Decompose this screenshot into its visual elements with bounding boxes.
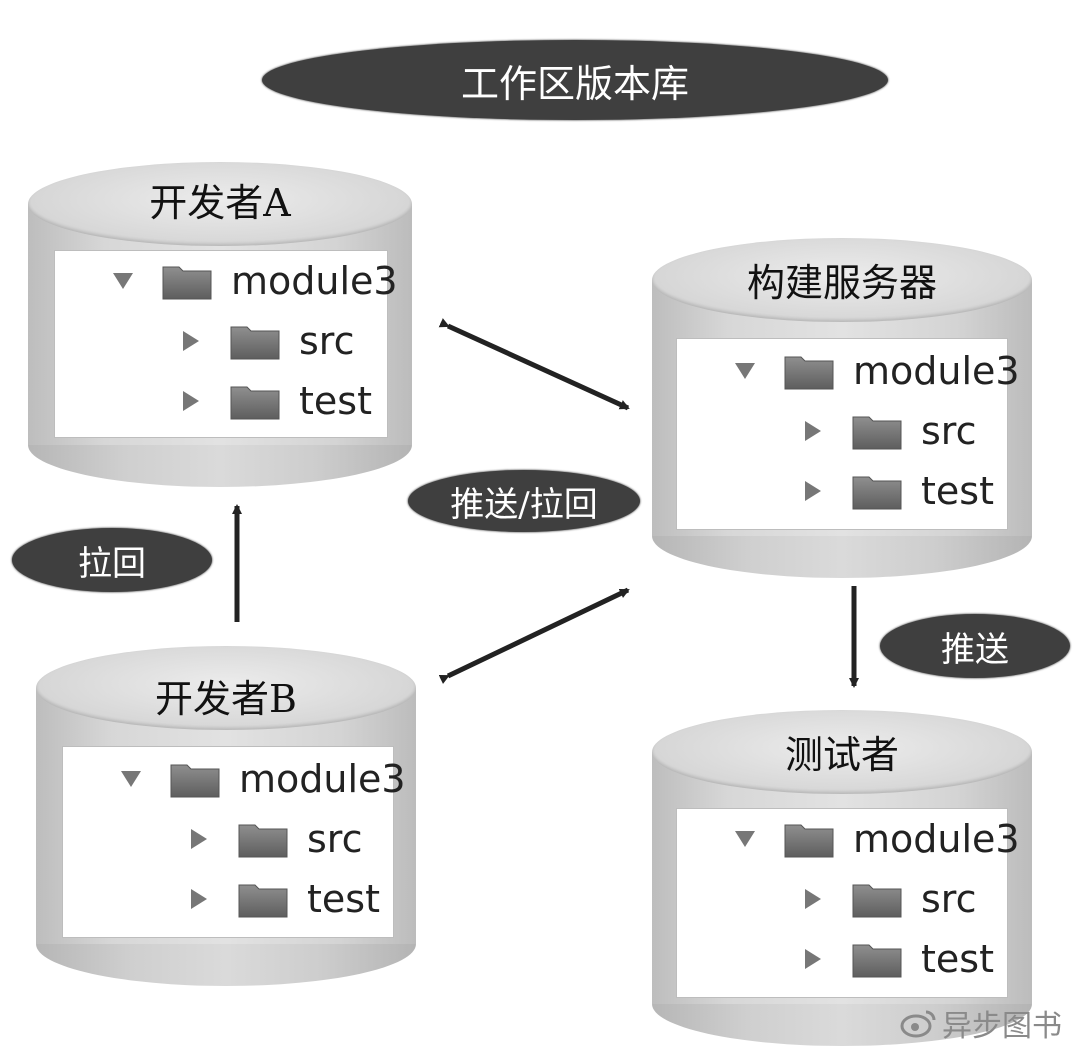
tree-row-src[interactable]: src	[801, 871, 976, 927]
tree-row-module3[interactable]: module3	[733, 811, 1020, 867]
folder-icon	[170, 764, 220, 798]
folder-icon	[238, 824, 288, 858]
edge-label-text: 推送/拉回	[450, 484, 598, 525]
tree-row-test[interactable]: test	[801, 931, 994, 987]
expanded-triangle-icon[interactable]	[733, 359, 757, 383]
edge-label-text: 推送	[941, 629, 1009, 670]
node-tester: 测试者 module3 src test	[652, 710, 1032, 1046]
repo-tree-panel: module3 src test	[54, 250, 398, 438]
folder-icon	[852, 884, 902, 918]
repo-tree-panel: module3 src test	[62, 746, 406, 938]
tree-row-module3[interactable]: module3	[733, 343, 1020, 399]
folder-icon	[784, 356, 834, 390]
tree-row-test[interactable]: test	[801, 463, 994, 519]
tree-label: module3	[853, 817, 1020, 861]
tree-label: src	[921, 409, 977, 453]
tree-label: test	[921, 469, 994, 513]
repo-tree-panel: module3 src test	[676, 338, 1020, 530]
repo-tree-panel: module3 src test	[676, 808, 1020, 998]
tree-row-module3[interactable]: module3	[111, 253, 398, 309]
folder-icon	[230, 326, 280, 360]
node-developer-a: 开发者A module3 src test	[28, 162, 412, 487]
expanded-triangle-icon[interactable]	[119, 767, 143, 791]
tree-row-test[interactable]: test	[187, 871, 380, 927]
folder-icon	[852, 416, 902, 450]
folder-icon	[162, 266, 212, 300]
folder-icon	[852, 944, 902, 978]
edge-label-pull: 拉回	[12, 528, 212, 592]
tree-row-test[interactable]: test	[179, 373, 372, 429]
collapsed-triangle-icon[interactable]	[801, 419, 825, 443]
folder-icon	[238, 884, 288, 918]
tree-label: module3	[239, 757, 406, 801]
node-title: 开发者B	[155, 677, 297, 721]
workspace-repo-label: 工作区版本库	[460, 61, 689, 106]
workspace-repo-title: 工作区版本库	[262, 40, 888, 120]
edge-label-push-pull: 推送/拉回	[408, 470, 640, 532]
folder-icon	[852, 476, 902, 510]
node-title: 构建服务器	[746, 261, 937, 305]
collapsed-triangle-icon[interactable]	[179, 389, 203, 413]
tree-label: module3	[231, 259, 398, 303]
collapsed-triangle-icon[interactable]	[801, 479, 825, 503]
collapsed-triangle-icon[interactable]	[801, 947, 825, 971]
tree-row-src[interactable]: src	[179, 313, 354, 369]
expanded-triangle-icon[interactable]	[111, 269, 135, 293]
tree-label: src	[921, 877, 977, 921]
collapsed-triangle-icon[interactable]	[187, 887, 211, 911]
weibo-logo-icon	[900, 1010, 936, 1038]
arrow-dev-a-build-server	[438, 318, 630, 411]
tree-label: test	[299, 379, 372, 423]
tree-label: module3	[853, 349, 1020, 393]
arrow-dev-b-build-server	[438, 587, 630, 684]
node-build-server: 构建服务器 module3 src test	[652, 238, 1032, 578]
expanded-triangle-icon[interactable]	[733, 827, 757, 851]
collapsed-triangle-icon[interactable]	[801, 887, 825, 911]
tree-label: test	[307, 877, 380, 921]
node-title: 开发者A	[149, 181, 291, 225]
tree-row-src[interactable]: src	[187, 811, 362, 867]
collapsed-triangle-icon[interactable]	[187, 827, 211, 851]
folder-icon	[230, 386, 280, 420]
edge-label-text: 拉回	[78, 543, 146, 584]
folder-icon	[784, 824, 834, 858]
watermark-text: 异步图书	[942, 1009, 1062, 1044]
node-title: 测试者	[784, 733, 899, 777]
edge-label-push: 推送	[880, 614, 1070, 678]
tree-label: src	[307, 817, 363, 861]
tree-row-src[interactable]: src	[801, 403, 976, 459]
tree-label: test	[921, 937, 994, 981]
tree-row-module3[interactable]: module3	[119, 751, 406, 807]
watermark: 异步图书	[900, 1001, 1062, 1045]
node-developer-b: 开发者B module3 src test	[36, 646, 416, 986]
collapsed-triangle-icon[interactable]	[179, 329, 203, 353]
tree-label: src	[299, 319, 355, 363]
